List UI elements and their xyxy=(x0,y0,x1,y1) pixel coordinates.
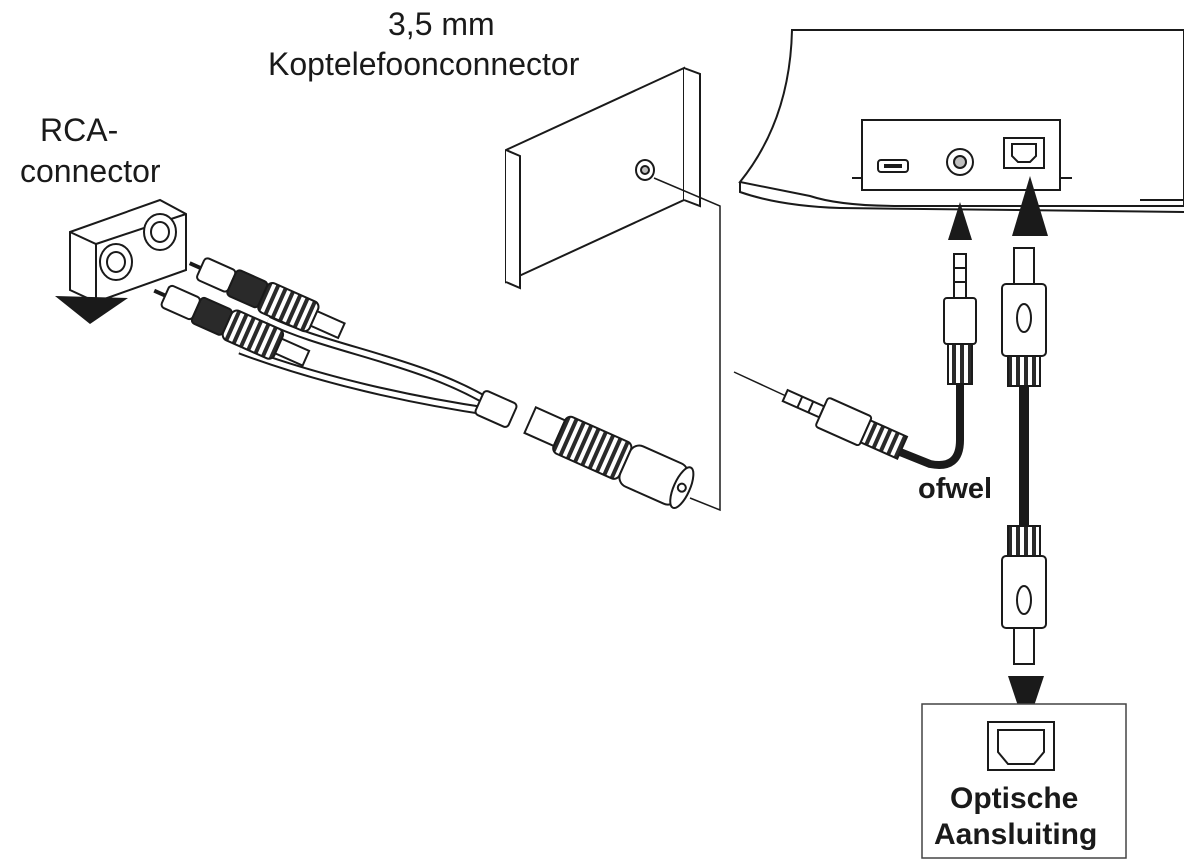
headphone-connector-label-line1: 3,5 mm xyxy=(388,6,495,42)
leader-lines xyxy=(653,177,787,512)
headphone-device-panel xyxy=(505,66,701,290)
speaker-base-unit xyxy=(738,29,1184,213)
rca-connector-label-line2: connector xyxy=(20,153,161,189)
arrow-down-icon xyxy=(1008,676,1044,730)
optical-source-box xyxy=(921,703,1127,859)
or-label: ofwel xyxy=(918,473,993,505)
arrow-up-icon xyxy=(948,202,972,240)
optical-cable xyxy=(1001,247,1047,665)
optical-connection-label-line1: Optische xyxy=(950,782,1079,815)
aux-jack-cable xyxy=(781,253,977,469)
rca-wall-socket xyxy=(69,198,187,304)
rca-connector-label-line1: RCA- xyxy=(40,112,119,148)
headphone-connector-label-line2: Koptelefoonconnector xyxy=(268,46,580,82)
optical-connection-label-line2: Aansluiting xyxy=(934,818,1098,851)
arrow-left-icon xyxy=(55,296,128,324)
arrow-up-icon xyxy=(1012,176,1048,236)
rca-y-cable xyxy=(153,257,695,510)
